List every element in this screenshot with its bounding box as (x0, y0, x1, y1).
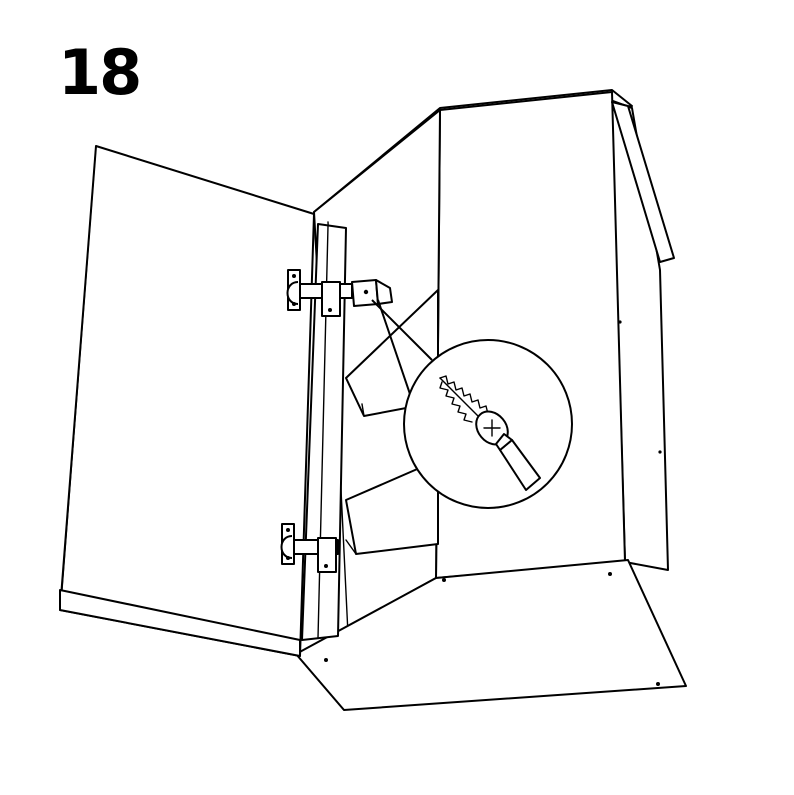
callout-pointer (371, 299, 433, 401)
cabinet-shelf-lower (345, 459, 439, 555)
cabinet-front-stile (301, 223, 347, 641)
screwdriver-icon (495, 433, 541, 491)
mounting-plate-icon (351, 279, 393, 307)
lower-hinge-icon (280, 523, 339, 573)
step-number: 18 (58, 36, 142, 109)
cabinet-icon (295, 89, 687, 711)
door-edge (59, 589, 301, 657)
screw-icon (439, 375, 509, 446)
wall-rail (611, 101, 675, 263)
hinge-plate (321, 281, 341, 317)
upper-hinge-icon (286, 269, 353, 317)
hinge-plate (317, 537, 337, 573)
door-panel (59, 145, 315, 657)
door-icon (59, 145, 347, 657)
magnifier-icon (403, 339, 573, 509)
